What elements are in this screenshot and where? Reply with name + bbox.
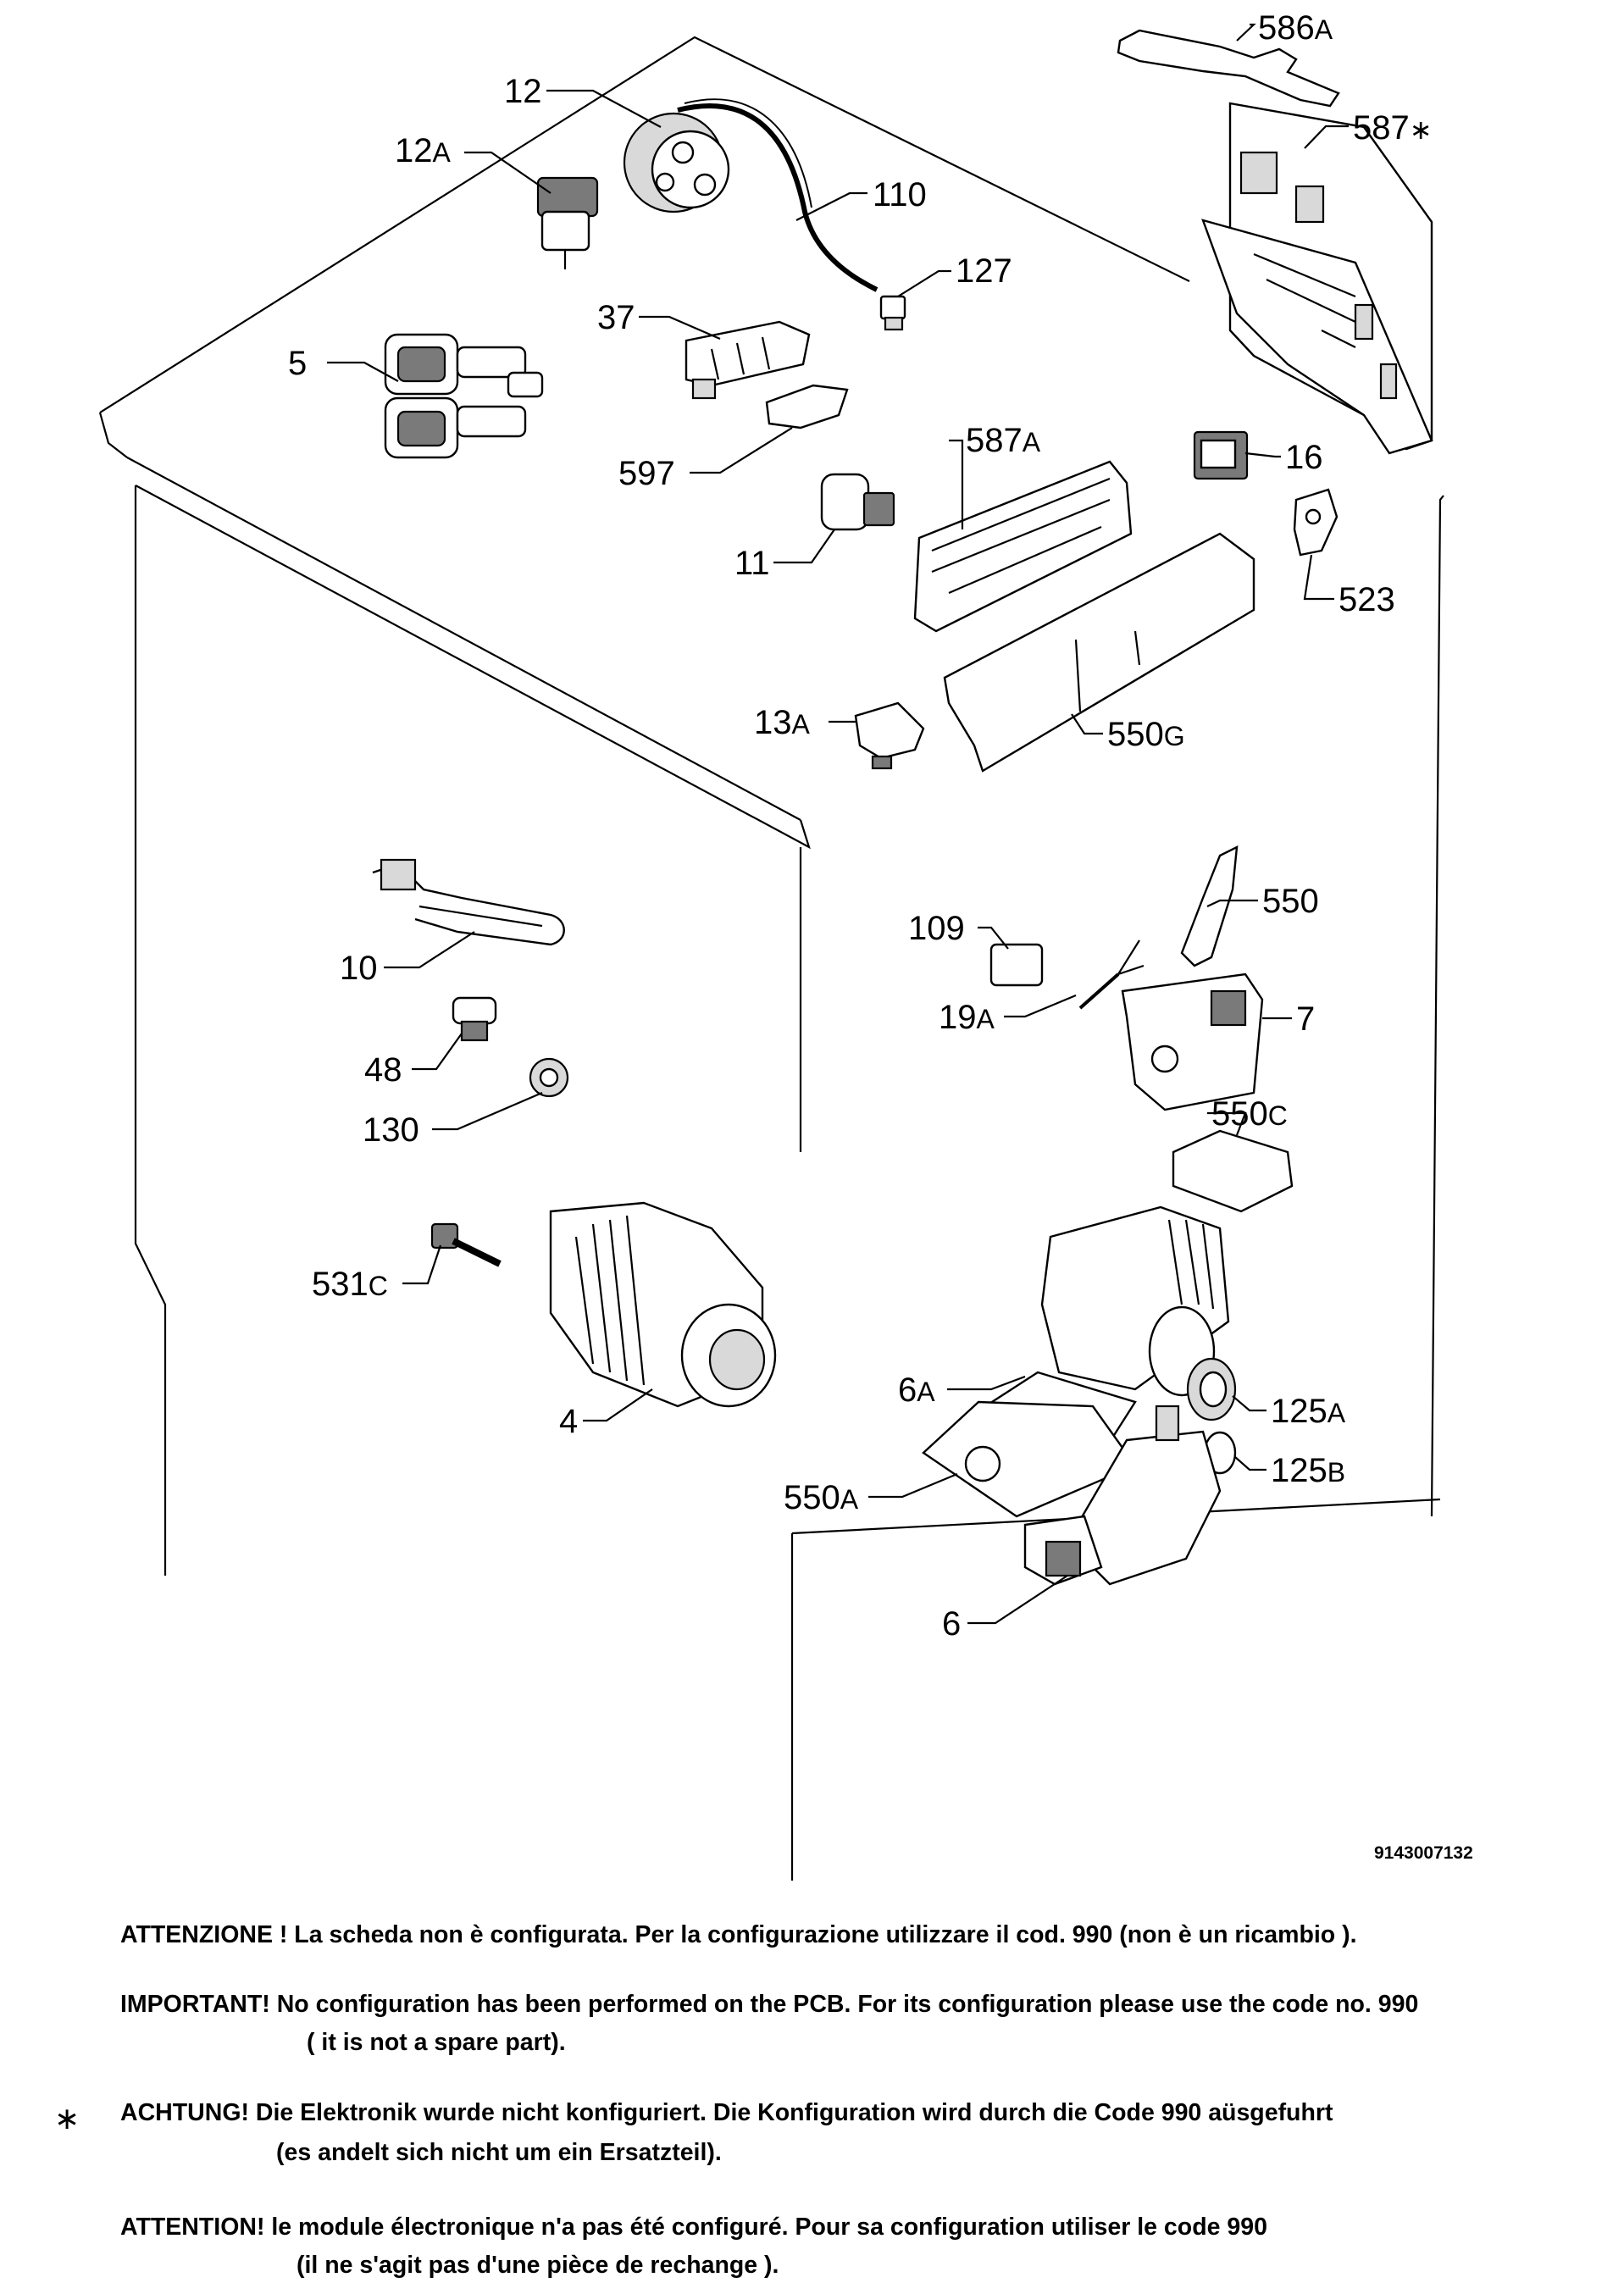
label-16: 16 [1285, 439, 1323, 476]
part-531c-bolt [430, 1222, 502, 1267]
part-12-pressure-switch [623, 112, 730, 213]
label-587a: 587A [966, 422, 1041, 459]
label-127: 127 [956, 252, 1012, 290]
label-19a: 19A [939, 999, 995, 1036]
part-16-relay [1193, 430, 1249, 480]
note-french-line2: (il ne s'agit pas d'une pièce de rechang… [297, 2252, 779, 2279]
part-pump-housing [1040, 1205, 1230, 1397]
label-13a: 13A [754, 704, 811, 741]
label-550a: 550A [784, 1479, 859, 1516]
note-french-line1: ATTENTION! le module électronique n'a pa… [120, 2214, 1267, 2241]
part-37-terminal-block [685, 320, 811, 400]
label-125a: 125A [1271, 1393, 1346, 1430]
star-marker: ∗ [54, 2101, 80, 2136]
label-6: 6 [942, 1605, 961, 1643]
part-127-connector [879, 295, 906, 331]
part-5-inlet-valve [384, 333, 544, 459]
part-48-thermostat [452, 996, 497, 1042]
note-german-line2: (es andelt sich nicht um ein Ersatzteil)… [276, 2139, 722, 2166]
part-550g-cover [943, 532, 1255, 773]
part-19a-sensor [1078, 939, 1145, 1010]
label-37: 37 [597, 299, 635, 336]
label-6a: 6A [898, 1371, 935, 1409]
label-12a: 12A [395, 132, 452, 169]
leader-lines [327, 23, 1349, 1625]
part-7-door-lock [1121, 972, 1264, 1111]
part-130-grommet [529, 1057, 569, 1098]
drawing-code: 9143007132 [1374, 1843, 1473, 1863]
part-597-clip [765, 384, 849, 429]
part-586a-bracket [1117, 29, 1340, 108]
label-130: 130 [363, 1111, 419, 1149]
part-587a-control-board [913, 460, 1133, 633]
label-125b: 125B [1271, 1452, 1345, 1489]
label-597: 597 [618, 455, 675, 492]
part-10-heater [372, 858, 565, 946]
label-587-star: 587∗ [1353, 109, 1433, 147]
part-6-drain-pump [1023, 1405, 1222, 1586]
label-11: 11 [734, 545, 770, 582]
note-german-line1: ACHTUNG! Die Elektronik wurde nicht konf… [120, 2099, 1333, 2126]
part-550a-cover [922, 1400, 1137, 1518]
part-12a-switch [536, 176, 599, 269]
part-110-hose [677, 98, 879, 292]
label-48: 48 [364, 1051, 402, 1089]
part-125a-ring [1186, 1357, 1237, 1421]
part-109-cover [989, 943, 1044, 987]
part-4-motor [549, 1201, 777, 1408]
part-550c-cover [1172, 1129, 1294, 1213]
label-523: 523 [1339, 581, 1395, 618]
label-109: 109 [908, 910, 965, 947]
part-11-capacitor [820, 473, 895, 531]
label-4: 4 [559, 1403, 578, 1440]
label-10: 10 [340, 950, 378, 987]
label-5: 5 [288, 345, 307, 382]
label-550g: 550G [1107, 716, 1185, 753]
label-550: 550 [1262, 883, 1319, 920]
label-550c: 550C [1211, 1095, 1288, 1133]
note-italian: ATTENZIONE ! La scheda non è configurata… [120, 1921, 1357, 1948]
part-523-bracket [1293, 488, 1339, 557]
label-531c: 531C [312, 1266, 388, 1303]
part-13a-connector [854, 701, 925, 770]
note-english-line1: IMPORTANT! No configuration has been per… [120, 1991, 1419, 2018]
label-12: 12 [504, 73, 542, 110]
label-7: 7 [1296, 1000, 1315, 1038]
part-labels: 586A 587∗ 12 12A 110 127 37 5 597 587A 1… [288, 9, 1433, 1643]
note-english-line2: ( it is not a spare part). [307, 2029, 566, 2056]
label-586a: 586A [1258, 9, 1333, 47]
label-110: 110 [873, 176, 927, 213]
part-587-pcb-module [1201, 102, 1433, 455]
